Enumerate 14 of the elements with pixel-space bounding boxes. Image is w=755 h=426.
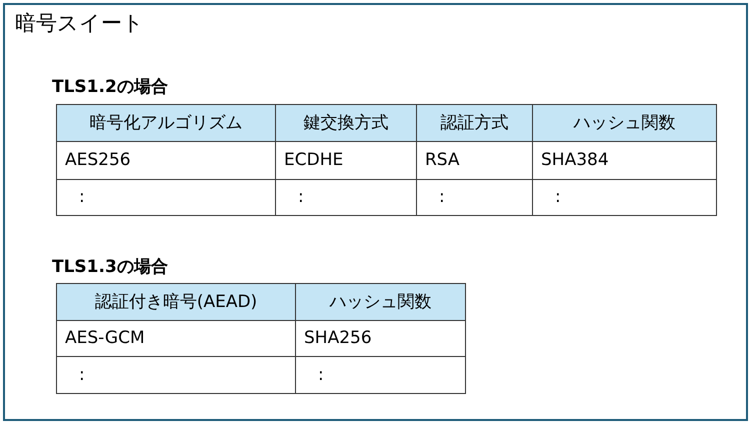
header-cell: 暗号化アルゴリズム <box>56 104 276 142</box>
section-heading: TLS1.3の場合 <box>52 259 168 276</box>
header-cell: 鍵交換方式 <box>275 104 417 142</box>
table-cell: : <box>295 356 466 394</box>
header-cell: 認証方式 <box>416 104 533 142</box>
section-heading: TLS1.2の場合 <box>52 79 168 96</box>
header-cell: 認証付き暗号(AEAD) <box>56 283 296 321</box>
frame-box <box>3 3 748 421</box>
table-cell: : <box>56 356 296 394</box>
node-label: 暗号スイート <box>15 13 144 34</box>
table-cell: : <box>56 179 276 216</box>
header-cell: ハッシュ関数 <box>532 104 717 142</box>
header-cell: ハッシュ関数 <box>295 283 466 321</box>
table-cell: : <box>532 179 717 216</box>
